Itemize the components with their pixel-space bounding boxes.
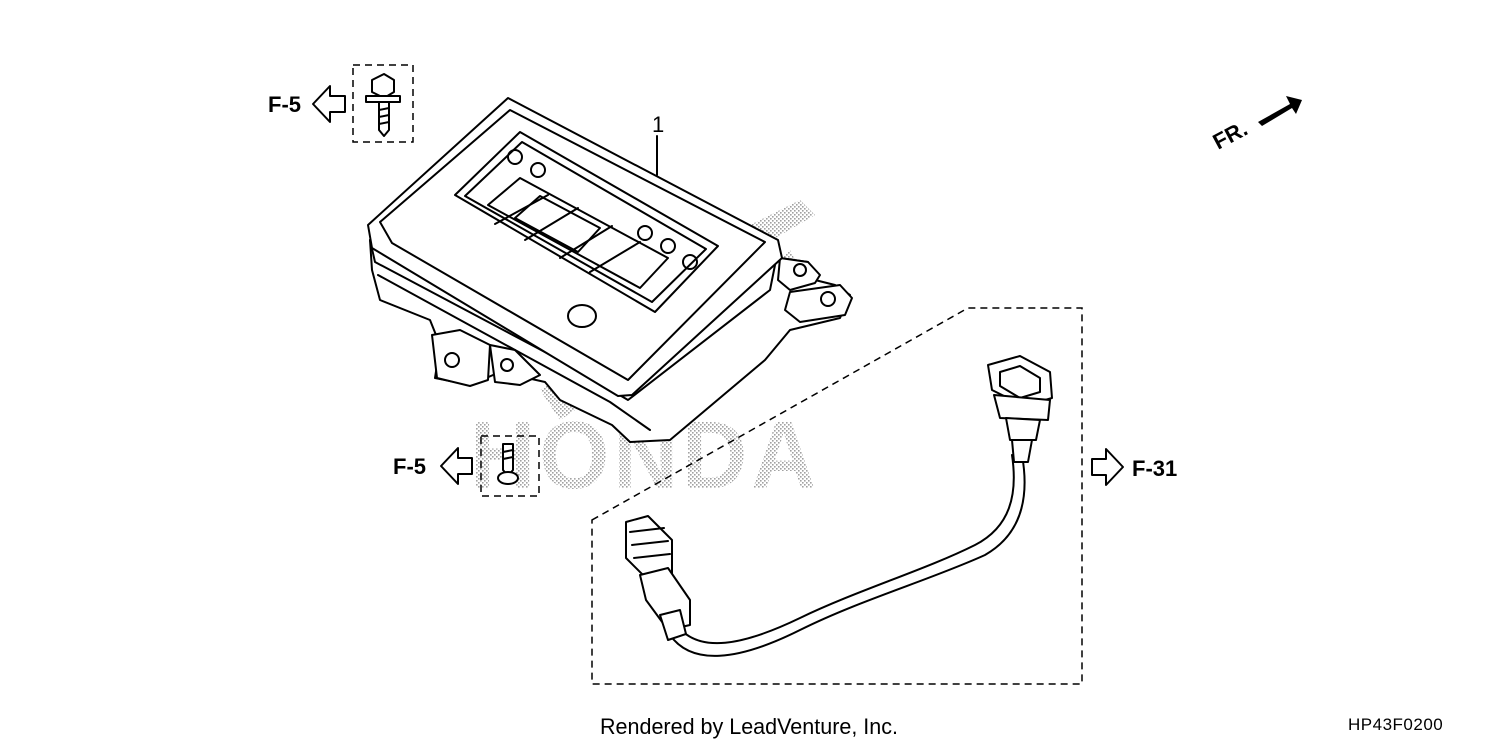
ref-arrow-right-icon	[1091, 448, 1124, 486]
front-direction-marker: FR.	[1209, 96, 1302, 154]
ref-upper-left[interactable]: F-5	[268, 64, 414, 143]
screw-icon	[497, 443, 519, 485]
callout-1[interactable]: 1	[652, 112, 664, 176]
screw-box	[480, 435, 540, 497]
bolt-icon	[365, 73, 401, 137]
ref-lower-left-label: F-5	[393, 454, 426, 479]
connector-right-icon	[987, 355, 1053, 463]
ref-lower-left[interactable]: F-5	[393, 435, 540, 497]
meter-assembly[interactable]	[367, 97, 853, 443]
bolt-box	[352, 64, 414, 143]
ref-right[interactable]: F-31	[1091, 448, 1177, 486]
front-direction-label: FR.	[1209, 116, 1252, 155]
harness-box	[591, 307, 1083, 685]
front-arrow-icon	[1258, 96, 1302, 126]
callout-1-label: 1	[652, 112, 664, 137]
ref-right-label: F-31	[1132, 456, 1177, 481]
ref-arrow-left-icon	[312, 85, 346, 123]
connector-left-icon	[625, 515, 691, 641]
harness-group[interactable]	[591, 307, 1083, 685]
ref-arrow-left-icon	[440, 447, 473, 485]
harness-cable	[667, 454, 1026, 657]
diagram-code: HP43F0200	[1348, 715, 1443, 734]
ref-upper-left-label: F-5	[268, 92, 301, 117]
footer-credit: Rendered by LeadVenture, Inc.	[600, 714, 898, 739]
